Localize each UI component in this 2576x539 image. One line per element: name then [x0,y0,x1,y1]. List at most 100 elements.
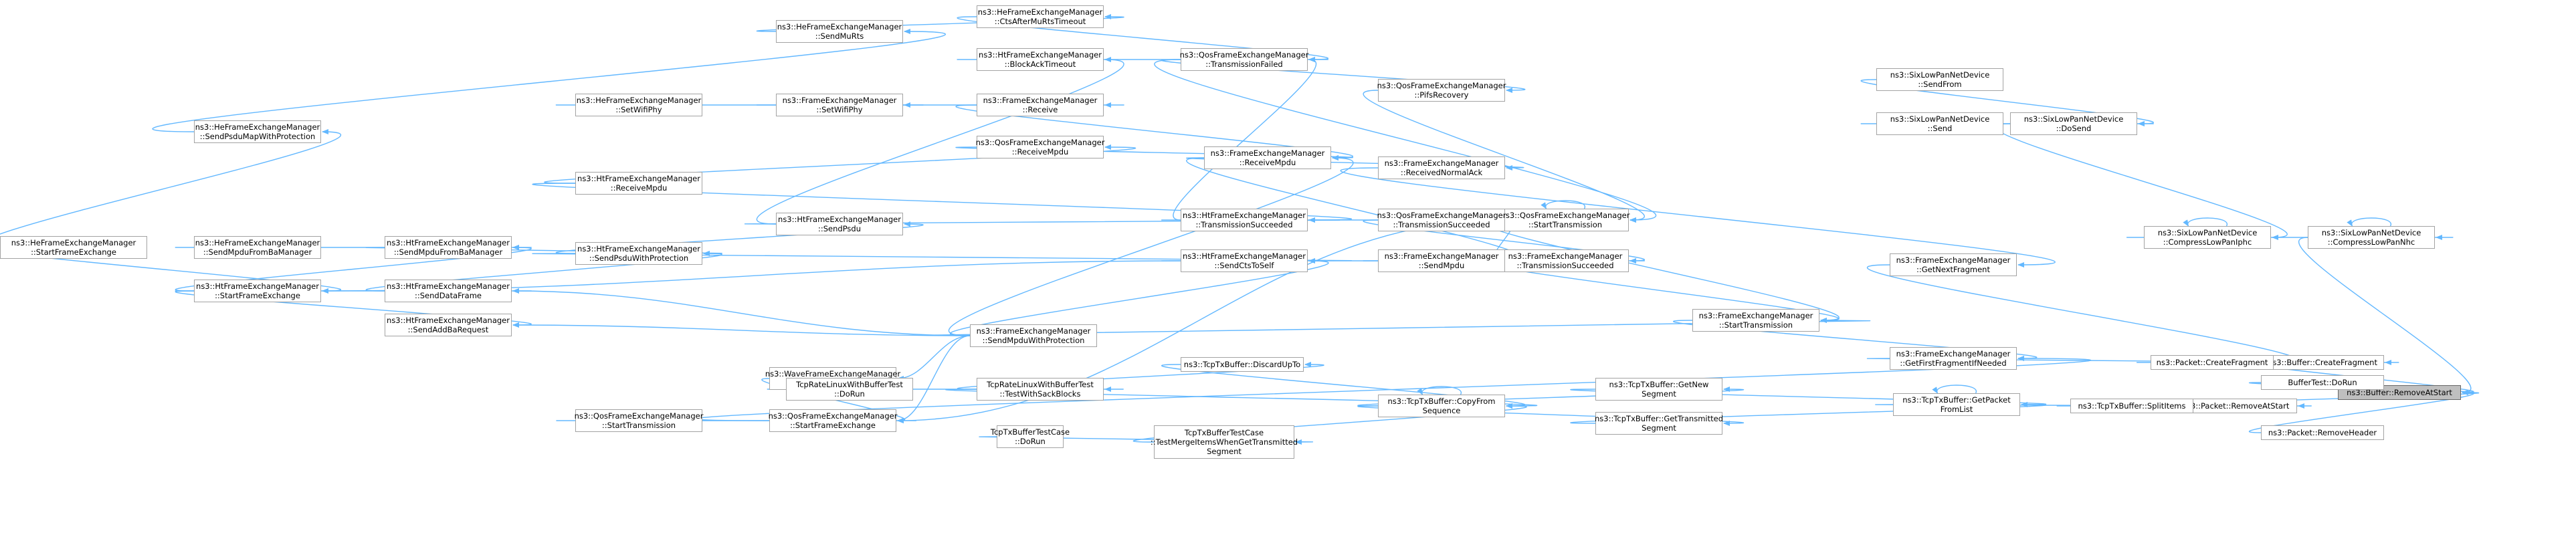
graph-edge [945,389,1538,409]
graph-node-ns3-qosframeexchangemanager-starttransmission[interactable]: ns3::QosFrameExchangeManager::StartTrans… [1501,209,1629,231]
graph-node-ns3-qosframeexchangemanager-transmissionfailed[interactable]: ns3::QosFrameExchangeManager::Transmissi… [1180,48,1308,71]
graph-node-label: ::SendMpduFromBaManager [393,247,503,257]
graph-node-ns3-heframeexchangemanager-sendmpdufrombamanager[interactable]: ns3::HeFrameExchangeManager::SendMpduFro… [194,236,321,259]
graph-node-label: ::StartTransmission [601,421,676,430]
graph-node-ns3-tcptxbuffer-splititems[interactable]: ns3::TcpTxBuffer::SplitItems [2070,399,2193,413]
graph-node-label: ::TestMergeItemsWhenGetTransmitted [1150,437,1298,447]
graph-node-ns3-heframeexchangemanager-sendpsdumapwithprotection[interactable]: ns3::HeFrameExchangeManager::SendPsduMap… [194,120,321,143]
graph-node-ns3-frameexchangemanager-getfirstfragmentifneeded[interactable]: ns3::FrameExchangeManager::GetFirstFragm… [1890,347,2017,370]
graph-node-label: ns3::HeFrameExchangeManager [777,22,902,31]
graph-node-label: ::ReceiveMpdu [610,183,668,193]
graph-node-ns3-frameexchangemanager-sendmpduwithprotection[interactable]: ns3::FrameExchangeManager::SendMpduWithP… [970,324,1097,347]
graph-node-ns3-heframeexchangemanager-sendmurts[interactable]: ns3::HeFrameExchangeManager::SendMuRts [776,20,903,43]
graph-node-ns3-qosframeexchangemanager-starttransmission[interactable]: ns3::QosFrameExchangeManager::StartTrans… [575,409,703,432]
graph-node-label: ns3::Packet::CreateFragment [2156,358,2268,367]
graph-node-label: ::SendMpduWithProtection [982,336,1085,345]
graph-edge [1994,123,2288,240]
graph-node-ns3-frameexchangemanager-receivednormalack[interactable]: ns3::FrameExchangeManager::ReceivedNorma… [1378,156,1505,179]
graph-edge [1161,59,1526,93]
graph-node-tcpratelinuxwithbuffertest-testwithsackblocks[interactable]: TcpRateLinuxWithBufferTest::TestWithSack… [977,378,1104,401]
graph-edge [1541,200,1585,209]
graph-edge [756,57,1124,225]
graph-node-label: ns3::SixLowPanNetDevice [2023,114,2124,124]
graph-node-label: ::DoRun [834,389,865,399]
graph-node-ns3-htframeexchangemanager-sendctstoself[interactable]: ns3::HtFrameExchangeManager::SendCtsToSe… [1181,249,1308,272]
graph-node-label: ns3::FrameExchangeManager [1384,158,1499,168]
graph-node-label: ns3::FrameExchangeManager [1896,255,2011,265]
graph-edge [955,104,1354,160]
graph-node-label: BufferTest::DoRun [2288,378,2357,387]
graph-node-ns3-sixlowpannetdevice-compresslowpaniphc[interactable]: ns3::SixLowPanNetDevice::CompressLowPanI… [2144,226,2271,249]
graph-node-ns3-htframeexchangemanager-transmissionsucceeded[interactable]: ns3::HtFrameExchangeManager::Transmissio… [1181,209,1308,231]
graph-node-ns3-buffer-createfragment[interactable]: ns3::Buffer::CreateFragment [2261,355,2384,370]
graph-edge [1154,59,1657,223]
graph-node-tcptxbuffertestcase-testmergeitemswhengettransmitted-segment[interactable]: TcpTxBufferTestCase::TestMergeItemsWhenG… [1151,425,1298,459]
graph-node-ns3-qosframeexchangemanager-startframeexchange[interactable]: ns3::QosFrameExchangeManager::StartFrame… [769,409,897,432]
graph-node-ns3-frameexchangemanager-transmissionsucceeded[interactable]: ns3::FrameExchangeManager::TransmissionS… [1502,249,1629,272]
graph-node-ns3-qosframeexchangemanager-receivempdu[interactable]: ns3::QosFrameExchangeManager::ReceiveMpd… [976,136,1104,158]
graph-node-ns3-qosframeexchangemanager-transmissionsucceeded[interactable]: ns3::QosFrameExchangeManager::Transmissi… [1377,209,1506,231]
graph-edge [955,146,1354,160]
graph-node-ns3-htframeexchangemanager-blockacktimeout[interactable]: ns3::HtFrameExchangeManager::BlockAckTim… [977,48,1104,71]
graph-node-label: ::StartFrameExchange [790,421,876,430]
graph-node-ns3-frameexchangemanager-receive[interactable]: ns3::FrameExchangeManager::Receive [977,94,1104,116]
graph-node-tcptxbuffertestcase-dorun[interactable]: TcpTxBufferTestCase::DoRun [991,425,1070,448]
graph-node-label: ::CompressLowPanIphc [2163,237,2252,247]
graph-node-ns3-frameexchangemanager-sendmpdu[interactable]: ns3::FrameExchangeManager::SendMpdu [1378,249,1505,272]
graph-edge [1570,402,2047,424]
graph-node-ns3-sixlowpannetdevice-send[interactable]: ns3::SixLowPanNetDevice::Send [1876,112,2003,135]
graph-edge [1363,90,1645,223]
graph-node-ns3-packet-createfragment[interactable]: ns3::Packet::CreateFragment [2151,355,2274,370]
graph-node-ns3-htframeexchangemanager-sendpsduwithprotection[interactable]: ns3::HtFrameExchangeManager::SendPsduWit… [575,242,702,265]
graph-node-ns3-qosframeexchangemanager-pifsrecovery[interactable]: ns3::QosFrameExchangeManager::PifsRecove… [1377,79,1506,102]
graph-node-label: ::PifsRecovery [1414,90,1469,100]
graph-node-label: TcpRateLinuxWithBufferTest [987,380,1094,389]
graph-node-ns3-frameexchangemanager-receivempdu[interactable]: ns3::FrameExchangeManager::ReceiveMpdu [1204,146,1331,169]
graph-edge [0,129,341,247]
graph-node-label: ::Send [1927,124,1953,133]
graph-edge [2248,390,2474,433]
graph-node-ns3-htframeexchangemanager-receivempdu[interactable]: ns3::HtFrameExchangeManager::ReceiveMpdu [575,172,702,195]
graph-node-label: TcpTxBufferTestCase [990,427,1070,437]
graph-node-ns3-htframeexchangemanager-startframeexchange[interactable]: ns3::HtFrameExchangeManager::StartFrameE… [194,280,321,302]
graph-node-ns3-sixlowpannetdevice-sendfrom[interactable]: ns3::SixLowPanNetDevice::SendFrom [1876,68,2003,91]
graph-node-ns3-packet-removeatstart[interactable]: ns3::Packet::RemoveAtStart [2174,399,2297,413]
graph-node-label: ns3::QosFrameExchangeManager [1377,81,1506,90]
graph-node-ns3-htframeexchangemanager-sendpsdu[interactable]: ns3::HtFrameExchangeManager::SendPsdu [776,213,903,235]
graph-node-ns3-htframeexchangemanager-sendaddbarequest[interactable]: ns3::HtFrameExchangeManager::SendAddBaRe… [385,314,512,336]
graph-node-tcpratelinuxwithbuffertest-dorun[interactable]: TcpRateLinuxWithBufferTest::DoRun [786,378,913,401]
graph-node-ns3-htframeexchangemanager-sendmpdufrombamanager[interactable]: ns3::HtFrameExchangeManager::SendMpduFro… [385,236,512,259]
graph-node-label: ns3::HtFrameExchangeManager [577,174,700,183]
graph-node-ns3-heframeexchangemanager-ctsaftermurtstimeout[interactable]: ns3::HeFrameExchangeManager::CtsAfterMuR… [977,5,1104,28]
graph-node-ns3-heframeexchangemanager-setwifiphy[interactable]: ns3::HeFrameExchangeManager::SetWifiPhy [575,94,702,116]
graph-node-ns3-htframeexchangemanager-senddataframe[interactable]: ns3::HtFrameExchangeManager::SendDataFra… [385,280,512,302]
graph-edge [979,436,1313,445]
graph-node-label: ns3::FrameExchangeManager [1384,251,1499,261]
graph-node-ns3-packet-removeheader[interactable]: ns3::Packet::RemoveHeader [2261,425,2384,440]
graph-node-label: ns3::FrameExchangeManager [976,326,1091,336]
graph-node-label: ns3::FrameExchangeManager [1698,311,1813,320]
graph-node-ns3-tcptxbuffer-discardupto[interactable]: ns3::TcpTxBuffer::DiscardUpTo [1181,357,1304,372]
graph-node-label: ns3::HtFrameExchangeManager [1183,251,1306,261]
graph-node-label: ns3::HtFrameExchangeManager [778,215,901,224]
graph-node-ns3-sixlowpannetdevice-compresslowpannhc[interactable]: ns3::SixLowPanNetDevice::CompressLowPanN… [2308,226,2435,249]
graph-node-buffertest-dorun[interactable]: BufferTest::DoRun [2261,375,2384,390]
graph-node-label: ::StartFrameExchange [215,291,300,300]
graph-node-ns3-sixlowpannetdevice-dosend[interactable]: ns3::SixLowPanNetDevice::DoSend [2010,112,2137,135]
graph-node-ns3-frameexchangemanager-getnextfragment[interactable]: ns3::FrameExchangeManager::GetNextFragme… [1890,253,2017,276]
graph-node-label: ns3::QosFrameExchangeManager [1377,211,1506,220]
graph-node-label: ::StartTransmission [1718,320,1793,330]
graph-node-ns3-heframeexchangemanager-startframeexchange[interactable]: ns3::HeFrameExchangeManager::StartFrameE… [0,236,147,259]
graph-edge [1932,385,1977,394]
graph-node-ns3-frameexchangemanager-starttransmission[interactable]: ns3::FrameExchangeManager::StartTransmis… [1692,309,1819,332]
graph-node-ns3-frameexchangemanager-setwifiphy[interactable]: ns3::FrameExchangeManager::SetWifiPhy [776,94,903,116]
graph-edge [1132,403,1527,443]
graph-node-label: ::CtsAfterMuRtsTimeout [994,17,1086,26]
graph-node-label: ns3::FrameExchangeManager [1508,251,1623,261]
graph-edge [1417,386,1462,395]
